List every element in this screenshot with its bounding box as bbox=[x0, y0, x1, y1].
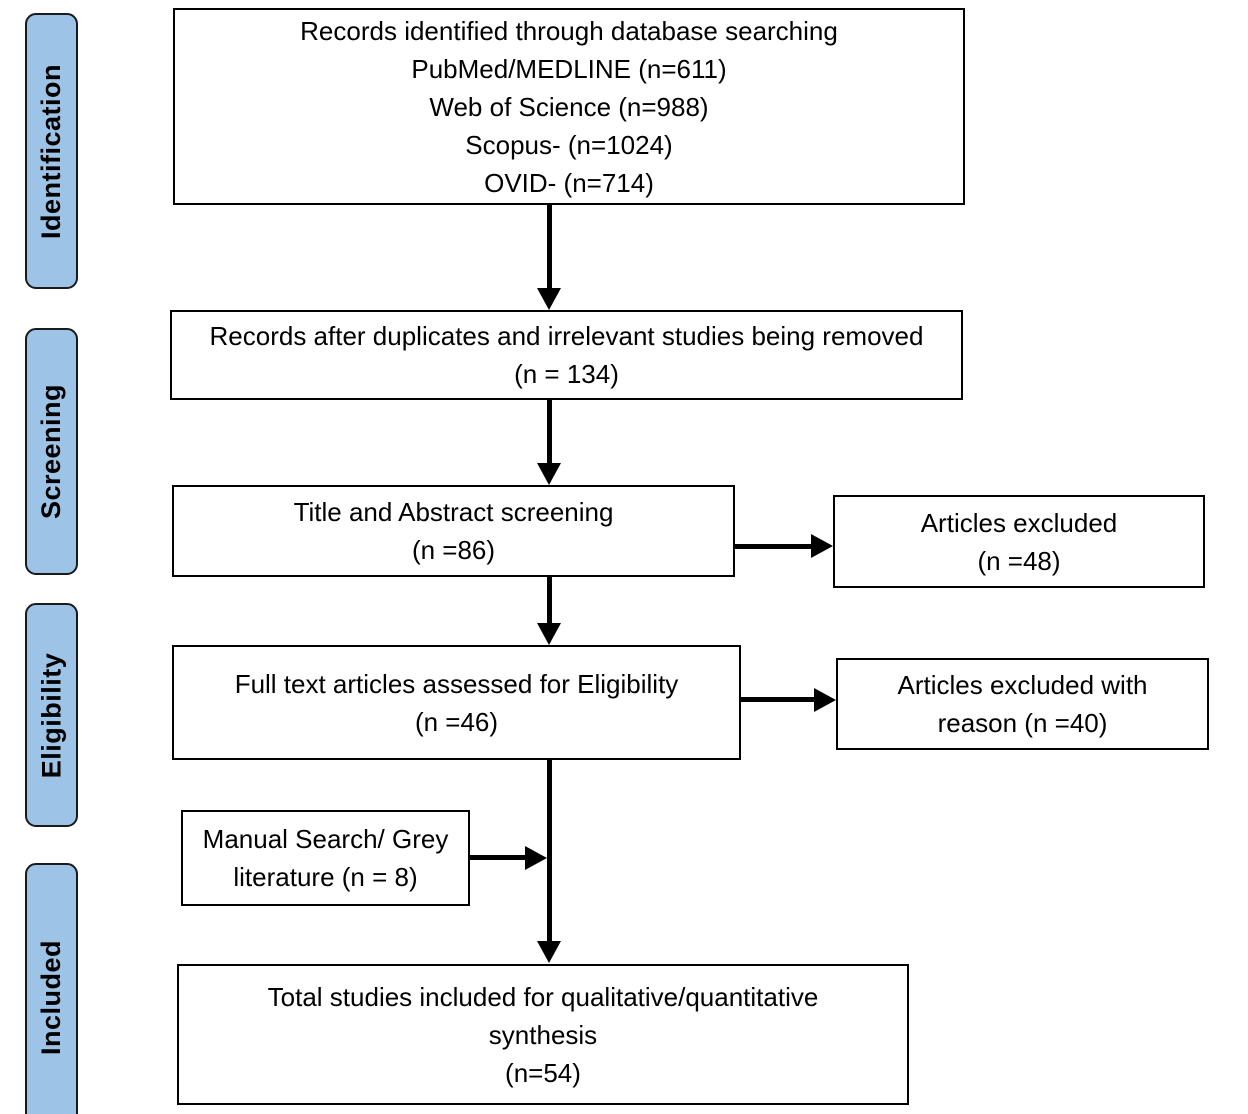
box-line: OVID- (n=714) bbox=[484, 167, 654, 198]
box-line: Title and Abstract screening bbox=[293, 497, 614, 527]
box-duplicates-removed: Records after duplicates and irrelevant … bbox=[170, 310, 963, 400]
arrow-head-right-icon bbox=[811, 534, 833, 558]
box-line: synthesis bbox=[488, 1019, 598, 1050]
arrow-head-right-icon bbox=[525, 846, 547, 870]
box-line: PubMed/MEDLINE (n=611) bbox=[411, 53, 727, 84]
box-manual-search: Manual Search/ Grey literature (n = 8) bbox=[181, 810, 470, 906]
box-line: Articles excluded with bbox=[897, 670, 1148, 700]
box-line: (n =86) bbox=[411, 535, 496, 565]
box-excluded-with-reason: Articles excluded with reason (n =40) bbox=[836, 658, 1209, 750]
box-line: (n =46) bbox=[414, 706, 499, 737]
box-line: (n = 134) bbox=[514, 359, 619, 389]
box-line: Articles excluded bbox=[920, 507, 1118, 538]
stage-label: Screening bbox=[36, 383, 67, 520]
arrow-head-down-icon bbox=[537, 623, 561, 645]
arrow-head-down-icon bbox=[537, 941, 561, 963]
box-line: (n=54) bbox=[505, 1057, 581, 1088]
stage-screening: Screening bbox=[25, 328, 78, 575]
arrow-shaft bbox=[547, 758, 552, 943]
arrow-shaft bbox=[470, 855, 527, 860]
box-line: Total studies included for qualitative/q… bbox=[267, 981, 819, 1012]
stage-label: Included bbox=[36, 939, 67, 1055]
stage-label: Identification bbox=[36, 63, 66, 239]
box-line: literature (n = 8) bbox=[233, 862, 418, 892]
stage-label: Eligibility bbox=[36, 652, 67, 778]
box-line: reason (n =40) bbox=[937, 708, 1108, 738]
box-line: Full text articles assessed for Eligibil… bbox=[234, 668, 679, 699]
stage-eligibility: Eligibility bbox=[25, 603, 78, 827]
box-line: Web of Science (n=988) bbox=[429, 91, 709, 122]
box-line: Manual Search/ Grey bbox=[202, 824, 449, 854]
arrow-head-right-icon bbox=[814, 688, 836, 712]
box-records-identified: Records identified through database sear… bbox=[173, 8, 965, 205]
box-line: Records identified through database sear… bbox=[300, 15, 838, 46]
arrow-shaft bbox=[547, 400, 552, 465]
arrow-shaft bbox=[741, 697, 816, 702]
box-total-included: Total studies included for qualitative/q… bbox=[177, 964, 909, 1105]
stage-included: Included bbox=[25, 863, 78, 1114]
box-articles-excluded: Articles excluded (n =48) bbox=[833, 495, 1205, 588]
arrow-head-down-icon bbox=[537, 463, 561, 485]
stage-identification: Identification bbox=[25, 13, 78, 289]
box-line: Records after duplicates and irrelevant … bbox=[209, 321, 924, 351]
arrow-shaft bbox=[547, 205, 552, 290]
box-line: Scopus- (n=1024) bbox=[465, 129, 673, 160]
box-title-abstract-screening: Title and Abstract screening (n =86) bbox=[172, 485, 735, 577]
arrow-shaft bbox=[735, 544, 813, 549]
arrow-head-down-icon bbox=[537, 288, 561, 310]
box-line: (n =48) bbox=[977, 545, 1061, 576]
box-full-text-assessed: Full text articles assessed for Eligibil… bbox=[172, 645, 741, 760]
arrow-shaft bbox=[547, 577, 552, 625]
